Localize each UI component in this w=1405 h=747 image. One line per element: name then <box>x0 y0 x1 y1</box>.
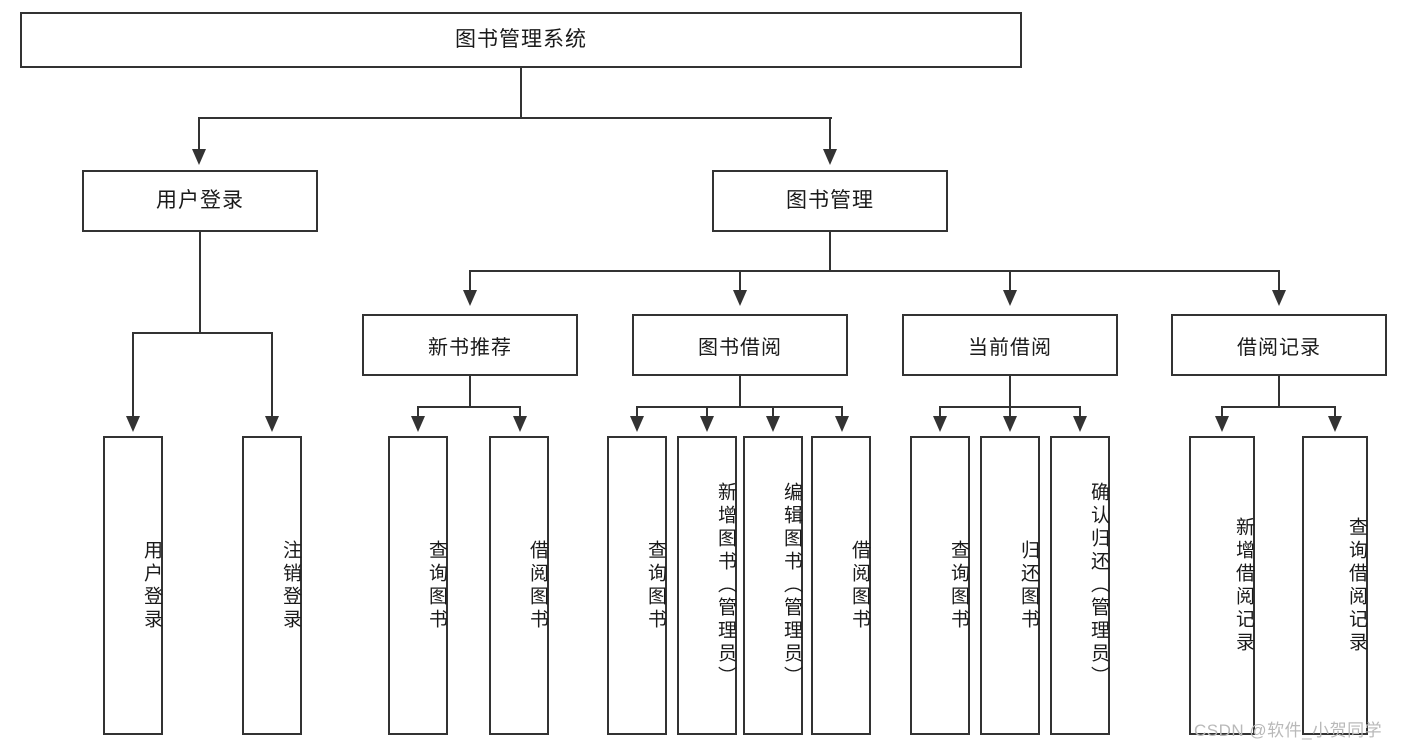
node-user-login[interactable]: 用户登录 <box>82 170 318 232</box>
connector-to-borrow-record <box>1278 270 1280 292</box>
connector-borrow-record-l1 <box>1221 406 1223 418</box>
arrow-to-current-borrow <box>1003 290 1017 306</box>
connector-user-login-bus <box>133 332 273 334</box>
node-label: 借阅记录 <box>1237 336 1321 359</box>
node-label: 借阅图书 <box>849 539 870 632</box>
connector-current-borrow-l2 <box>1009 406 1011 418</box>
arrow-borrow-record-leaf-2 <box>1328 416 1342 432</box>
node-label: 图书借阅 <box>698 336 782 359</box>
leaf-user-login-1[interactable]: 用户登录 <box>103 436 163 735</box>
connector-to-new-book <box>469 270 471 292</box>
leaf-current-borrow-1[interactable]: 查询图书 <box>910 436 970 735</box>
node-label: 编辑图书（管理员） <box>781 482 802 689</box>
arrow-current-borrow-leaf-2 <box>1003 416 1017 432</box>
connector-book-borrow-bus <box>637 406 843 408</box>
leaf-borrow-record-1[interactable]: 新增借阅记录 <box>1189 436 1255 735</box>
node-label: 注销登录 <box>280 539 301 632</box>
leaf-borrow-record-2[interactable]: 查询借阅记录 <box>1302 436 1368 735</box>
node-borrow-record[interactable]: 借阅记录 <box>1171 314 1387 376</box>
arrow-to-book-borrow <box>733 290 747 306</box>
arrow-root-to-user-login <box>192 149 206 165</box>
leaf-current-borrow-3[interactable]: 确认归还（管理员） <box>1050 436 1110 735</box>
node-label: 新增借阅记录 <box>1233 516 1254 655</box>
connector-root-stem <box>520 68 522 118</box>
node-book-borrow[interactable]: 图书借阅 <box>632 314 848 376</box>
connector-new-book-stem <box>469 376 471 408</box>
node-label: 查询图书 <box>645 539 666 632</box>
connector-to-book-borrow <box>739 270 741 292</box>
node-label: 图书管理系统 <box>455 28 587 52</box>
connector-new-book-l2 <box>519 406 521 418</box>
arrow-user-login-leaf-1 <box>126 416 140 432</box>
connector-book-borrow-l4 <box>841 406 843 418</box>
connector-borrow-record-bus <box>1222 406 1335 408</box>
leaf-new-book-1[interactable]: 查询图书 <box>388 436 448 735</box>
node-label: 用户登录 <box>141 539 162 632</box>
connector-book-borrow-l2 <box>706 406 708 418</box>
connector-book-borrow-l3 <box>772 406 774 418</box>
leaf-book-borrow-2[interactable]: 新增图书（管理员） <box>677 436 737 735</box>
arrow-to-borrow-record <box>1272 290 1286 306</box>
leaf-current-borrow-2[interactable]: 归还图书 <box>980 436 1040 735</box>
arrow-new-book-leaf-1 <box>411 416 425 432</box>
connector-current-borrow-l3 <box>1079 406 1081 418</box>
connector-current-borrow-stem <box>1009 376 1011 408</box>
connector-book-borrow-l1 <box>636 406 638 418</box>
connector-book-borrow-stem <box>739 376 741 408</box>
node-label: 图书管理 <box>786 189 874 213</box>
connector-new-book-l1 <box>417 406 419 418</box>
node-book-management[interactable]: 图书管理 <box>712 170 948 232</box>
node-label: 借阅图书 <box>527 539 548 632</box>
connector-user-login-left <box>132 332 134 418</box>
leaf-book-borrow-4[interactable]: 借阅图书 <box>811 436 871 735</box>
node-current-borrow[interactable]: 当前借阅 <box>902 314 1118 376</box>
arrow-current-borrow-leaf-3 <box>1073 416 1087 432</box>
node-label: 查询借阅记录 <box>1346 516 1367 655</box>
connector-to-current-borrow <box>1009 270 1011 292</box>
connector-root-to-book-manage <box>829 117 831 151</box>
node-new-book-recommend[interactable]: 新书推荐 <box>362 314 578 376</box>
connector-borrow-record-l2 <box>1334 406 1336 418</box>
node-label: 当前借阅 <box>968 336 1052 359</box>
leaf-book-borrow-1[interactable]: 查询图书 <box>607 436 667 735</box>
node-label: 新增图书（管理员） <box>715 482 736 689</box>
node-label: 用户登录 <box>156 189 244 213</box>
node-label: 查询图书 <box>948 539 969 632</box>
node-label: 归还图书 <box>1018 539 1039 632</box>
arrow-book-borrow-leaf-4 <box>835 416 849 432</box>
connector-book-manage-bus <box>470 270 1280 272</box>
node-label: 查询图书 <box>426 539 447 632</box>
arrow-new-book-leaf-2 <box>513 416 527 432</box>
connector-user-login-right <box>271 332 273 418</box>
connector-new-book-bus <box>418 406 520 408</box>
leaf-book-borrow-3[interactable]: 编辑图书（管理员） <box>743 436 803 735</box>
node-root-system[interactable]: 图书管理系统 <box>20 12 1022 68</box>
node-label: 确认归还（管理员） <box>1088 482 1109 689</box>
arrow-current-borrow-leaf-1 <box>933 416 947 432</box>
arrow-root-to-book-manage <box>823 149 837 165</box>
arrow-user-login-leaf-2 <box>265 416 279 432</box>
arrow-book-borrow-leaf-2 <box>700 416 714 432</box>
arrow-book-borrow-leaf-1 <box>630 416 644 432</box>
arrow-to-new-book <box>463 290 477 306</box>
connector-book-manage-stem <box>829 232 831 272</box>
leaf-new-book-2[interactable]: 借阅图书 <box>489 436 549 735</box>
connector-root-bus <box>199 117 832 119</box>
connector-borrow-record-stem <box>1278 376 1280 408</box>
arrow-borrow-record-leaf-1 <box>1215 416 1229 432</box>
leaf-user-login-2[interactable]: 注销登录 <box>242 436 302 735</box>
arrow-book-borrow-leaf-3 <box>766 416 780 432</box>
connector-current-borrow-l1 <box>939 406 941 418</box>
node-label: 新书推荐 <box>428 336 512 359</box>
connector-user-login-stem <box>199 232 201 333</box>
connector-root-to-user-login <box>198 117 200 151</box>
